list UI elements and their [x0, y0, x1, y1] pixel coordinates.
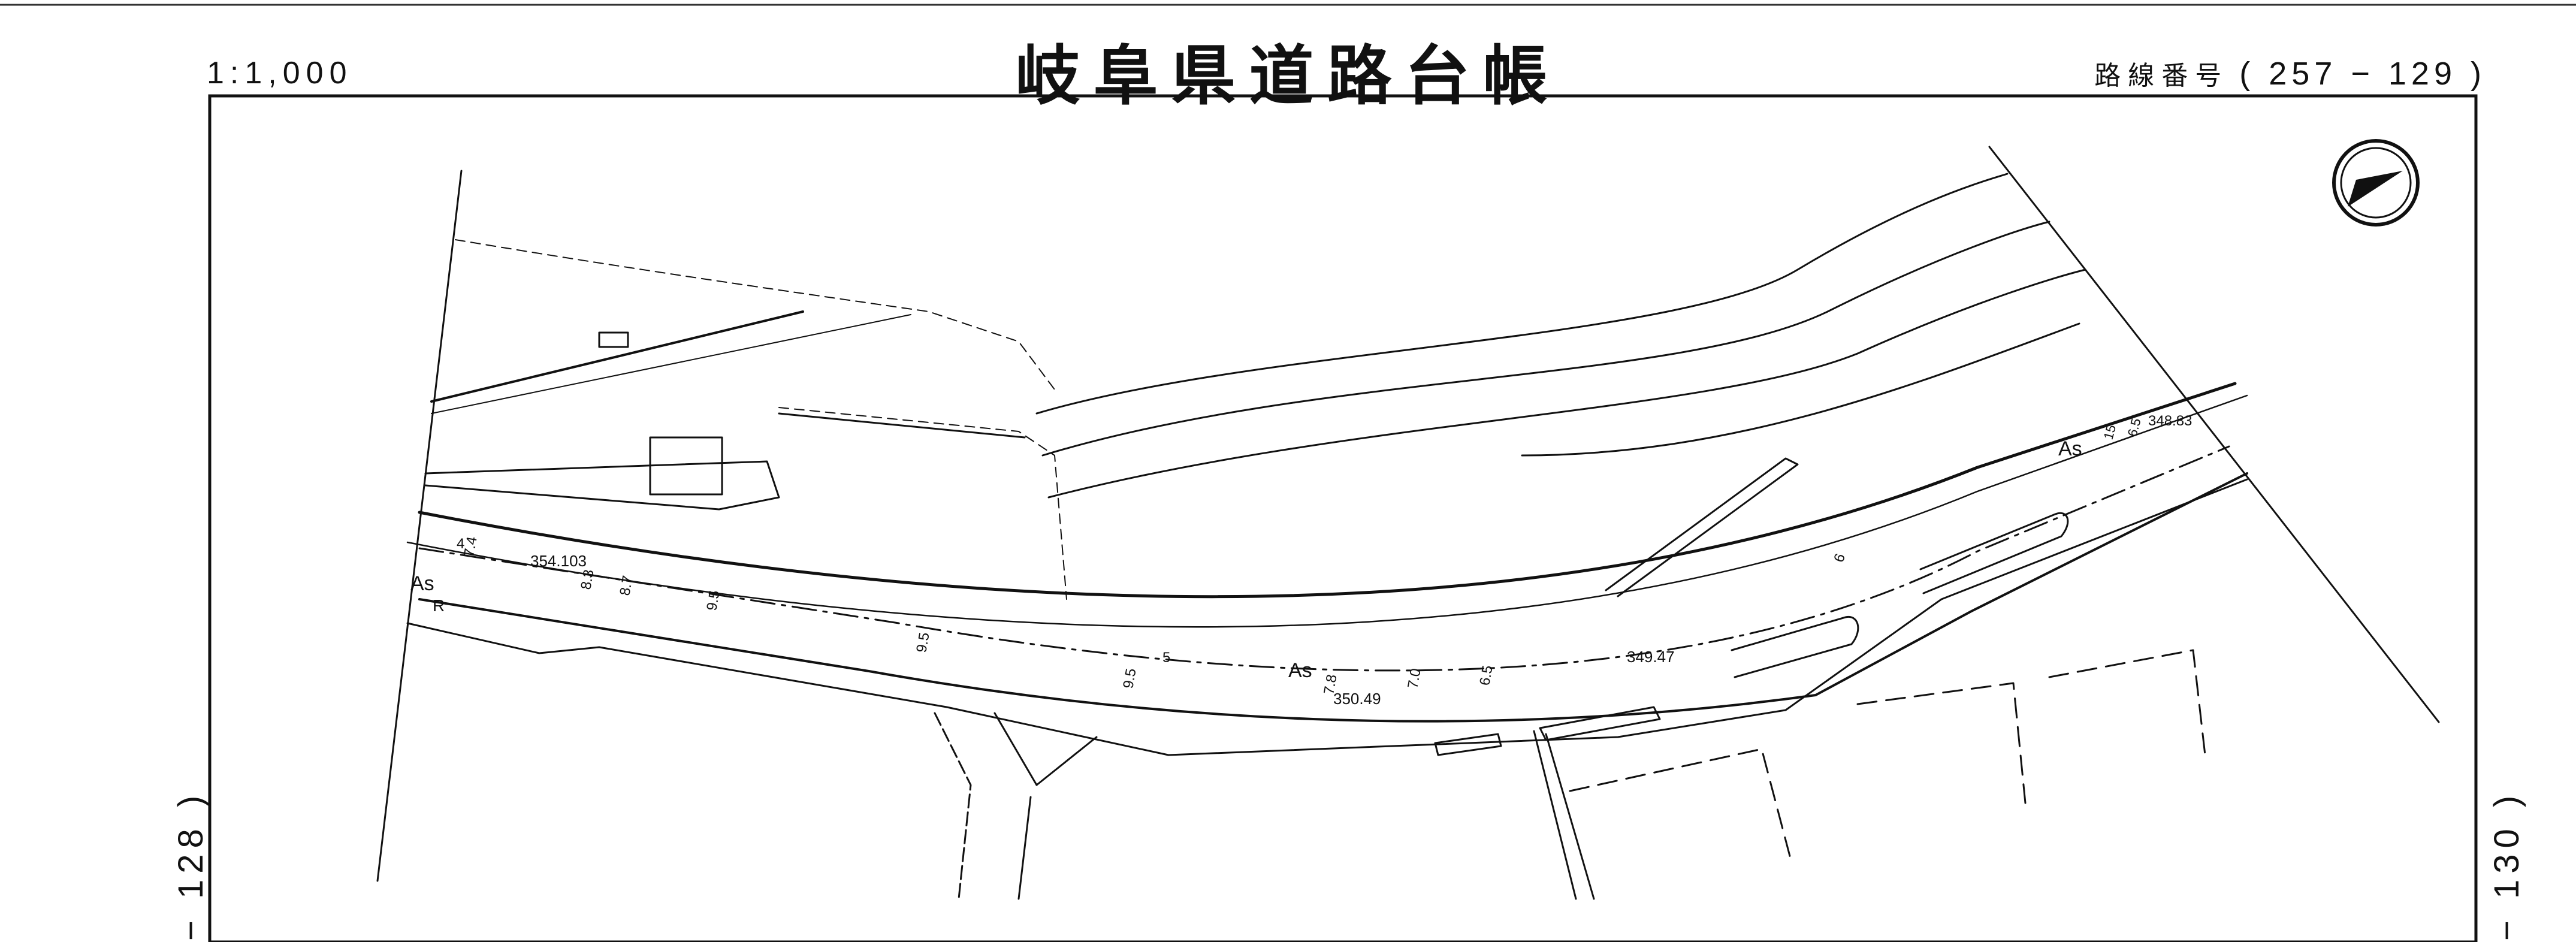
terrace-5 [455, 239, 1055, 390]
width-7-0: 7.0 [1405, 667, 1424, 690]
road-edge-north-inner [406, 394, 2248, 628]
elevation-4: 348.83 [2148, 413, 2192, 429]
terrace-6b [778, 412, 1026, 439]
terrace-1 [1035, 173, 2009, 415]
retaining-wall [424, 460, 780, 511]
map-frame [208, 94, 2478, 942]
width-4: 4 [457, 536, 464, 552]
bay-3 [1539, 706, 1661, 741]
lot-3 [2048, 649, 2206, 756]
terrace-6 [778, 407, 1067, 600]
diagonal-road-2 [431, 314, 911, 414]
map-linework [376, 146, 2440, 900]
side-street-2a [1533, 730, 1577, 900]
map-annotations: As As As R 354.103 350.49 349.47 348.83 … [410, 413, 2192, 708]
width-6: 6 [1831, 551, 1849, 564]
road-edge-south [418, 472, 2248, 723]
lot-2 [1856, 682, 2027, 804]
surface-label-2: As [1288, 659, 1312, 682]
side-street-1d [1017, 796, 1032, 900]
diagonal-road-1 [430, 310, 804, 403]
surface-label-3: As [2058, 437, 2082, 460]
width-9-5c: 9.5 [1120, 667, 1139, 690]
terrace-4 [1521, 322, 2080, 457]
r-mark: R [433, 596, 445, 615]
small-structure [598, 331, 629, 348]
sidewalk-edge-south [406, 478, 2248, 756]
route-number: 路線番号 ( 257 − 129 ) [2094, 54, 2486, 92]
building [649, 436, 723, 496]
page-title: 岐阜県道路台帳 [1015, 39, 1561, 114]
width-8-7: 8.7 [617, 574, 636, 597]
side-street-1a [934, 712, 972, 900]
side-street-1c [1035, 736, 1098, 786]
width-9-5a: 9.5 [703, 589, 723, 612]
width-7-4: 7.4 [461, 535, 480, 558]
route-number-value: ( 257 − 129 ) [2239, 56, 2486, 92]
width-7-8: 7.8 [1321, 673, 1340, 696]
bay-2 [1919, 512, 2069, 594]
side-street-1b [993, 712, 1038, 786]
width-6-5a: 6.5 [1476, 664, 1496, 687]
road-edge-north [418, 382, 2237, 599]
elevation-1: 354.103 [530, 552, 587, 570]
left-boundary-line [376, 170, 463, 882]
north-arrow-icon [2332, 139, 2420, 227]
width-9-5b: 9.5 [913, 631, 932, 654]
width-15: 15 [2101, 423, 2119, 441]
terrace-2 [1041, 221, 2050, 457]
road-centerline [418, 445, 2230, 672]
terrace-3 [1047, 268, 2086, 499]
map-scale: 1:1,000 [207, 56, 353, 90]
elevation-3: 349.47 [1627, 648, 1675, 666]
route-number-label: 路線番号 [2094, 61, 2229, 91]
lot-1 [1569, 748, 1793, 864]
ramp [1605, 457, 1799, 597]
width-8-3: 8.3 [578, 568, 597, 591]
bay-4 [1434, 733, 1502, 756]
right-boundary-line [1988, 146, 2440, 723]
bay-1 [1731, 615, 1859, 678]
elevation-2: 350.49 [1333, 690, 1381, 708]
side-street-2b [1545, 733, 1595, 900]
width-5: 5 [1162, 650, 1170, 666]
surface-label-1: As [410, 572, 434, 595]
